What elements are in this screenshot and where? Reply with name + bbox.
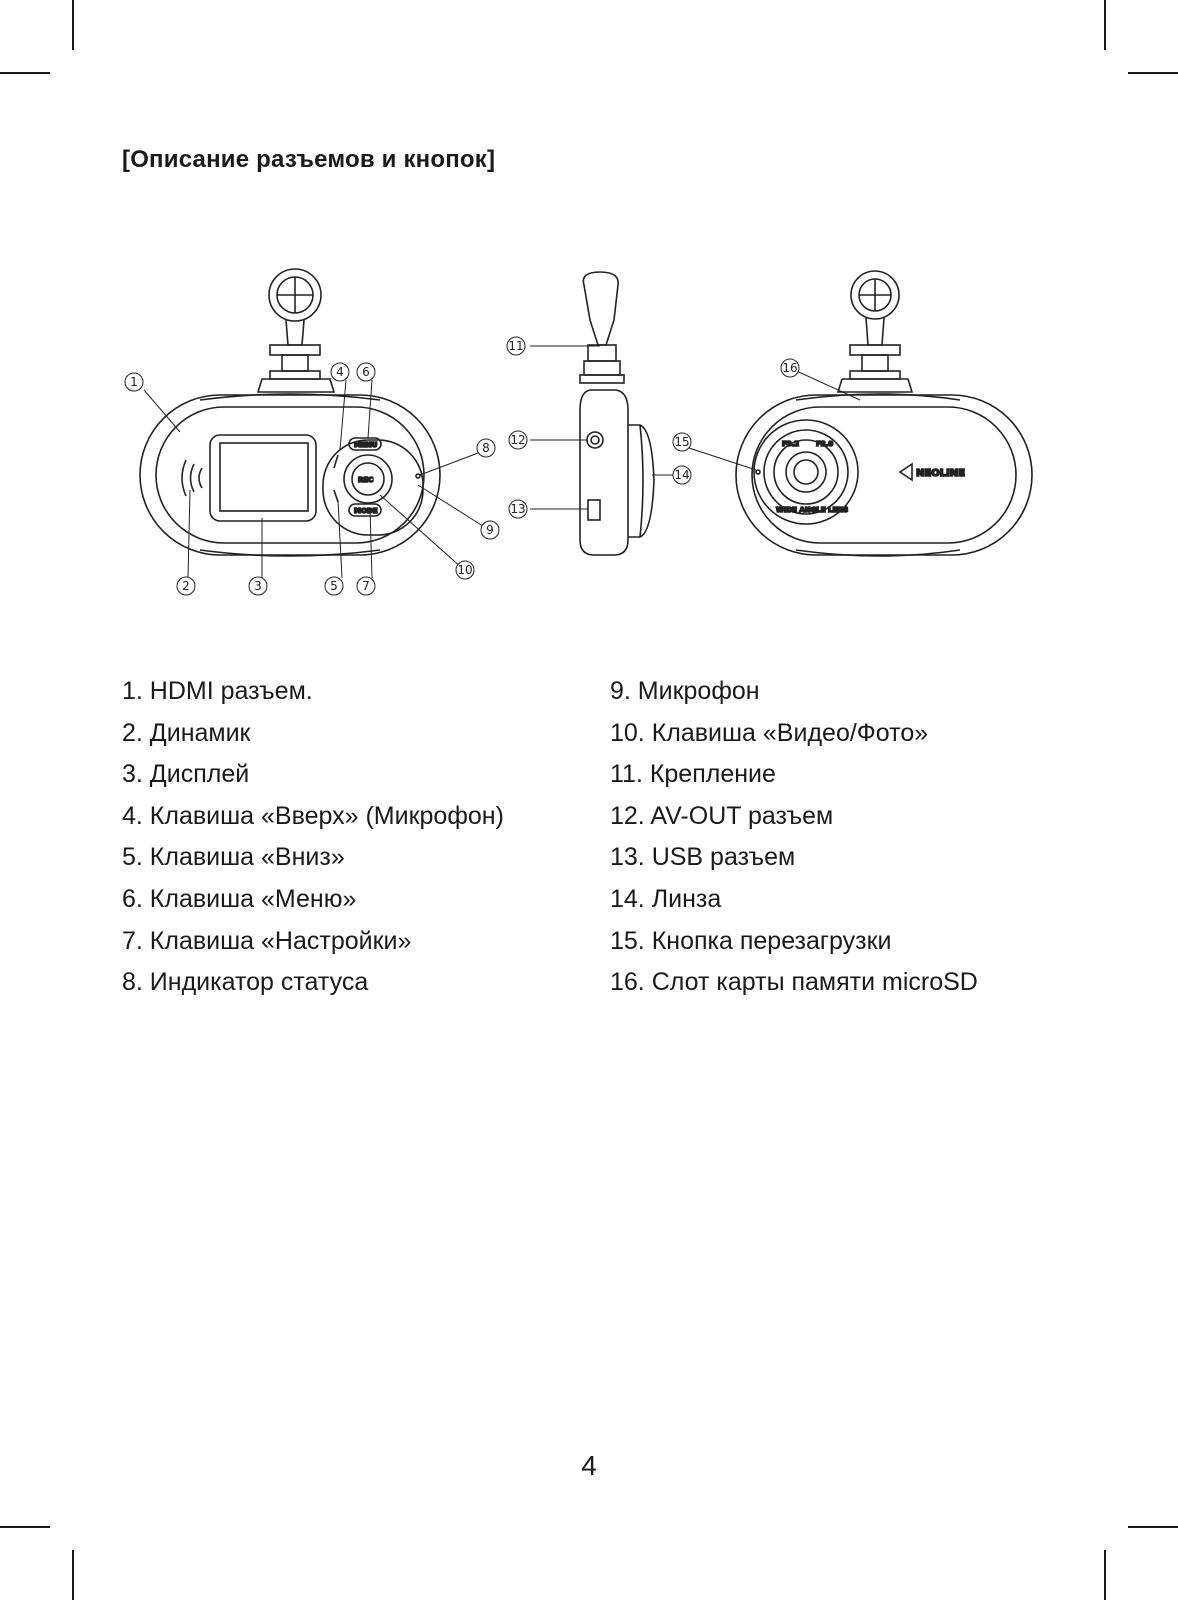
legend-list-right: 9. Микрофон 10. Клавиша «Видео/Фото» 11. К… [610, 676, 978, 1009]
crop-mark [1104, 1550, 1106, 1600]
callout-number: 9 [486, 523, 494, 537]
back-view: F3.2 F2.0 WIDE ANGLE LENS NEOLINE [735, 270, 1033, 557]
callout-circle [780, 358, 800, 378]
callout-circle [324, 576, 344, 596]
callout-number: 4 [336, 365, 344, 379]
legend-item: 15. Кнопка перезагрузки [610, 926, 892, 955]
rec-label: REC [358, 476, 373, 484]
callout-number: 3 [254, 579, 262, 593]
legend-item: 11. Крепление [610, 760, 776, 789]
callout-circle [330, 362, 350, 382]
menu-label: MENU [354, 441, 378, 449]
callout-circle [476, 438, 496, 458]
legend-item: 5. Клавиша «Вниз» [122, 843, 345, 872]
crop-mark [0, 1526, 50, 1528]
legend-item: 3. Дисплей [122, 760, 250, 789]
legend-item: 4. Клавиша «Вверх» (Микрофон) [122, 801, 504, 830]
crop-mark [72, 1550, 74, 1600]
callout-number: 6 [362, 365, 370, 379]
legend-item: 9. Микрофон [610, 677, 760, 705]
callout-circle [356, 576, 376, 596]
legend-item: 13. USB разъем [610, 843, 796, 872]
page-number: 4 [581, 1450, 597, 1481]
section-title: [Описание разъемов и кнопок] [122, 146, 496, 173]
callout-circle [508, 430, 528, 450]
legend-item: 10. Клавиша «Видео/Фото» [610, 718, 929, 747]
device-diagram: MENU REC MODE [0, 250, 1178, 630]
callout-number: 7 [362, 579, 370, 593]
crop-mark [1128, 72, 1178, 74]
callout-circle [124, 372, 144, 392]
callout-circle [506, 336, 526, 356]
callout-circle [356, 362, 376, 382]
callout-number: 5 [330, 579, 338, 593]
legend-list-left: 1. HDMI разъем. 2. Динамик 3. Дисплей 4. Кл… [122, 676, 504, 1009]
callout-number: 16 [782, 361, 797, 375]
callout-circle [455, 560, 475, 580]
legend-item: 14. Линза [610, 884, 722, 913]
brand-logo: NEOLINE [916, 468, 965, 479]
legend-item: 2. Динамик [122, 718, 251, 747]
callout-number: 12 [510, 433, 525, 447]
crop-mark [1104, 0, 1106, 50]
crop-mark [1128, 1526, 1178, 1528]
lens-text-f20: F2.0 [816, 440, 833, 448]
mode-label: MODE [354, 507, 378, 515]
callout-circle [672, 432, 692, 452]
callout-circle [480, 520, 500, 540]
callout-number: 8 [482, 441, 490, 455]
legend-item: 16. Слот карты памяти microSD [610, 968, 978, 997]
side-view [579, 271, 655, 556]
callout-number: 10 [457, 563, 472, 577]
legend-item: 12. AV-OUT разъем [610, 801, 834, 830]
crop-mark [72, 0, 74, 50]
neoline-logo-icon [898, 462, 913, 482]
legend-item: 7. Клавиша «Настройки» [122, 926, 412, 955]
lens-text-wide: WIDE ANGLE LENS [776, 506, 848, 514]
callout-circle [248, 576, 268, 596]
front-view: MENU REC MODE [139, 268, 441, 557]
callout-number: 15 [674, 435, 689, 449]
legend-item: 1. HDMI разъем. [122, 677, 313, 705]
callout-circle [176, 576, 196, 596]
callout-circle [672, 465, 692, 485]
callout-number: 1 [130, 375, 138, 389]
callout-number: 13 [510, 502, 525, 516]
callout-number: 2 [182, 579, 190, 593]
callout-number: 11 [508, 339, 523, 353]
callout-circle [508, 499, 528, 519]
legend-item: 8. Индикатор статуса [122, 968, 369, 997]
crop-mark [0, 72, 50, 74]
lens-text-f32: F3.2 [782, 440, 799, 448]
callout-number: 14 [674, 468, 689, 482]
legend-item: 6. Клавиша «Меню» [122, 884, 357, 913]
